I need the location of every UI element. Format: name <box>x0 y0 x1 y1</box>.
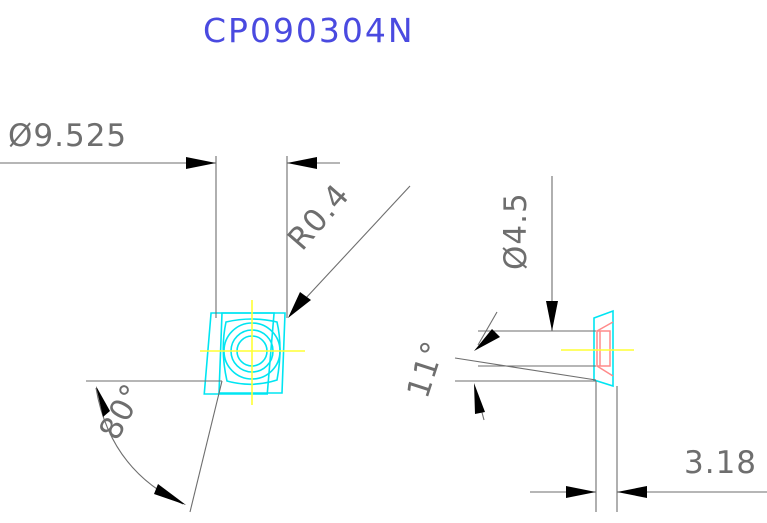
countersink-chamfer-top <box>596 321 614 332</box>
countersink-inner <box>596 330 611 367</box>
dimension-bore-diameter: Ø4.5 <box>498 176 558 331</box>
dimension-label-thickness: 3.18 <box>684 445 757 481</box>
arrowhead-right-pointing <box>186 157 216 169</box>
dimension-label-inscribed-circle: Ø9.525 <box>8 118 127 154</box>
dimension-label-corner-radius: R0.4 <box>281 177 357 257</box>
drawing-title: CP090304N <box>203 11 415 50</box>
side-profile-outline <box>593 309 614 388</box>
angle-leg-slanted <box>189 380 223 513</box>
clearance-slope-line <box>454 357 597 381</box>
arrowhead-angle-top <box>96 386 110 417</box>
insert-body-outline <box>203 312 275 395</box>
leader-line-radius <box>291 185 411 314</box>
countersink-chamfer-bottom <box>596 365 614 377</box>
side-view: Ø4.5 11° 3.18 <box>400 176 767 512</box>
dimension-included-angle: 80° <box>86 378 223 513</box>
clearance-leader-top <box>477 311 498 346</box>
arrowhead-thickness-left <box>617 486 647 498</box>
arrowhead-clearance-top <box>474 329 500 351</box>
arrowhead-clearance-bottom <box>474 383 485 414</box>
dimension-label-bore-diameter: Ø4.5 <box>498 192 534 270</box>
dimension-thickness: 3.18 <box>530 445 767 498</box>
arrowhead-bore-down <box>546 301 558 331</box>
dimension-label-included-angle: 80° <box>92 378 151 446</box>
dimension-label-clearance-angle: 11° <box>400 336 452 402</box>
dimension-inscribed-circle: Ø9.525 <box>0 118 340 318</box>
arrowhead-radius-leader <box>288 292 311 318</box>
arrowhead-thickness-right <box>566 486 596 498</box>
front-view: Ø9.525 R0.4 80° <box>0 118 411 513</box>
insert-inner-contour <box>222 318 281 386</box>
arrowhead-left-pointing <box>287 157 317 169</box>
dimension-corner-radius: R0.4 <box>281 177 411 318</box>
arrowhead-angle-bottom <box>154 484 186 505</box>
